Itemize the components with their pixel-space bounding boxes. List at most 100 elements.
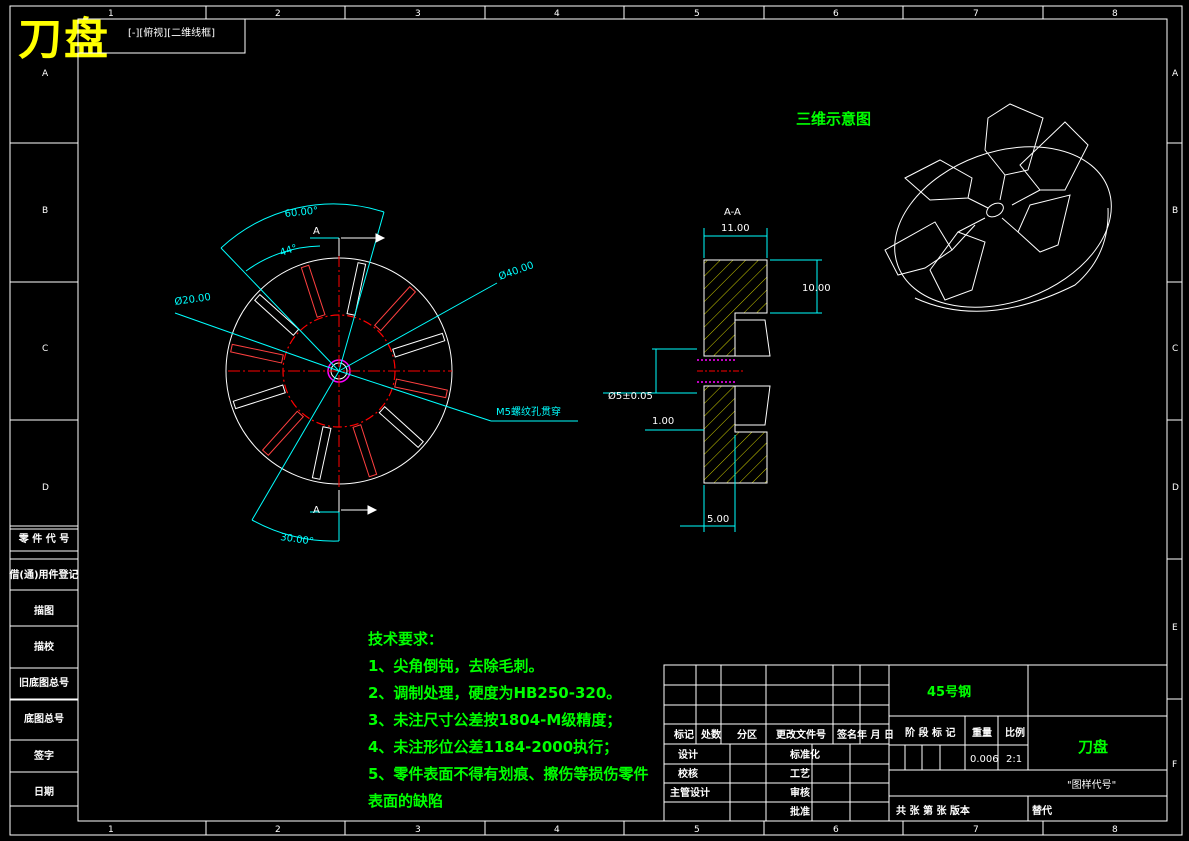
title-block	[663, 664, 1168, 822]
header-sign: 签名	[836, 728, 857, 741]
left-strip-label: 旧底图总号	[19, 676, 69, 689]
header-date: 年 月 日	[857, 728, 894, 741]
grid-col-top: 2	[275, 9, 281, 19]
grid-row-right: C	[1172, 344, 1178, 354]
grid-row-left: B	[42, 206, 48, 216]
grid-row-right: D	[1172, 483, 1179, 493]
row-process: 工艺	[790, 767, 810, 780]
cutter-slot	[230, 343, 284, 364]
iso-view-label: 三维示意图	[796, 110, 871, 128]
cutter-slots	[230, 262, 448, 480]
dia40-leader	[338, 282, 498, 372]
left-strip-label: 底图总号	[24, 712, 64, 725]
row-standard: 标准化	[789, 748, 820, 761]
grid-row-right: A	[1172, 69, 1179, 79]
dia20-label: Ø20.00	[174, 291, 212, 308]
grid-col-top: 4	[554, 9, 560, 19]
front-view: 60.00° 44° 30.00° Ø40.00 Ø20.00 M5螺纹孔贯穿 …	[174, 203, 578, 548]
dia20-leader	[174, 312, 340, 372]
iso-view	[884, 103, 1112, 312]
grid-row-right: B	[1172, 206, 1178, 216]
cutter-slot	[373, 286, 417, 332]
tech-item-3: 3、未注尺寸公差按1804-M级精度；	[368, 711, 622, 729]
grid-col-bottom: 1	[108, 825, 114, 835]
cutter-slot	[254, 293, 300, 337]
angle-44-label: 44°	[279, 243, 299, 259]
weight-label: 重量	[972, 726, 992, 739]
grid-col-bottom: 2	[275, 825, 281, 835]
angle-arc-60	[220, 203, 385, 249]
section-hole-dia-label: Ø5±0.05	[608, 390, 653, 402]
row-check: 校核	[678, 767, 698, 780]
tech-item-6: 表面的缺陷	[368, 792, 444, 810]
drawing-code-label: "图样代号"	[1067, 778, 1116, 791]
part-name-label: 刀盘	[1078, 738, 1108, 756]
replace-label: 替代	[1032, 804, 1052, 817]
left-strip-label: 借(通)用件登记	[8, 568, 78, 581]
section-step-label: 1.00	[652, 416, 674, 427]
stage-label: 阶 段 标 记	[905, 726, 955, 739]
section-arrow-top	[341, 233, 386, 243]
tech-item-1: 1、尖角倒钝，去除毛刺。	[368, 657, 544, 675]
m5-hole-label: M5螺纹孔贯穿	[496, 405, 561, 418]
cutter-slot	[378, 405, 424, 449]
grid-col-top: 5	[694, 9, 700, 19]
grid-col-bottom: 4	[554, 825, 560, 835]
grid-col-top: 6	[833, 9, 839, 19]
header-change-doc: 更改文件号	[776, 728, 826, 741]
left-strip-label: 零 件 代 号	[18, 532, 69, 545]
section-height-label: 10.00	[802, 283, 831, 294]
section-mark-top: A	[313, 226, 320, 237]
section-view: A-A 11.00 10.00 Ø5±0.05 1.00 5.00	[603, 207, 831, 532]
cutter-slot	[352, 424, 378, 478]
dia40-label: Ø40.00	[497, 259, 535, 283]
grid-col-bottom: 8	[1112, 825, 1118, 835]
drawing-title: 刀盘	[18, 14, 110, 65]
grid-row-right: E	[1172, 623, 1178, 633]
grid-col-top: 3	[415, 9, 421, 19]
angle-60-label: 60.00°	[284, 206, 319, 220]
angle-arc-30	[251, 519, 340, 542]
left-strip-label: 描图	[34, 604, 54, 617]
viewport-tab[interactable]: [-][俯视][二维线框]	[77, 18, 246, 54]
section-label: A-A	[724, 207, 741, 218]
cutter-slot	[392, 332, 446, 358]
grid-col-top: 8	[1112, 9, 1118, 19]
row-chief: 主管设计	[670, 786, 710, 799]
viewport-tab-label: [-][俯视][二维线框]	[128, 26, 215, 39]
front-dimensions	[174, 203, 578, 542]
cutter-slot	[311, 426, 332, 480]
m5-leader	[338, 370, 492, 422]
tech-item-4: 4、未注形位公差1184-2000执行；	[368, 738, 619, 756]
angle-30-label: 30.00°	[280, 532, 315, 548]
grid-col-top: 1	[108, 9, 114, 19]
section-dimensions	[603, 228, 822, 532]
header-zone: 分区	[737, 728, 757, 741]
grid-row-left: C	[42, 344, 48, 354]
header-mark: 标记	[673, 728, 694, 741]
grid-col-top: 7	[973, 9, 979, 19]
section-hatch-upper	[703, 259, 768, 357]
title-block-text: 45号钢 刀盘 "图样代号" 阶 段 标 记 重量 比例 0.006 2:1 共…	[670, 684, 1116, 818]
row-approve: 批准	[790, 805, 810, 818]
left-strip-label: 日期	[34, 785, 54, 798]
left-strip-label: 签字	[33, 749, 54, 762]
tech-item-5: 5、零件表面不得有划痕、擦伤等损伤零件	[368, 765, 649, 783]
scale-value: 2:1	[1006, 754, 1022, 765]
cutter-slot	[261, 410, 305, 456]
grid-row-right: F	[1172, 760, 1177, 770]
row-review: 审核	[790, 786, 810, 799]
grid-zone-ticks	[10, 6, 1182, 835]
weight-value: 0.006	[970, 754, 999, 765]
section-mark-bottom: A	[313, 505, 320, 516]
left-strip-label: 描校	[34, 640, 55, 653]
scale-label: 比例	[1005, 726, 1025, 739]
section-arrow-bottom	[341, 505, 378, 515]
cutter-slot	[300, 264, 326, 318]
grid-row-left: D	[42, 483, 49, 493]
grid-row-left: A	[42, 69, 49, 79]
tech-item-2: 2、调制处理，硬度为HB250-320。	[368, 684, 622, 702]
